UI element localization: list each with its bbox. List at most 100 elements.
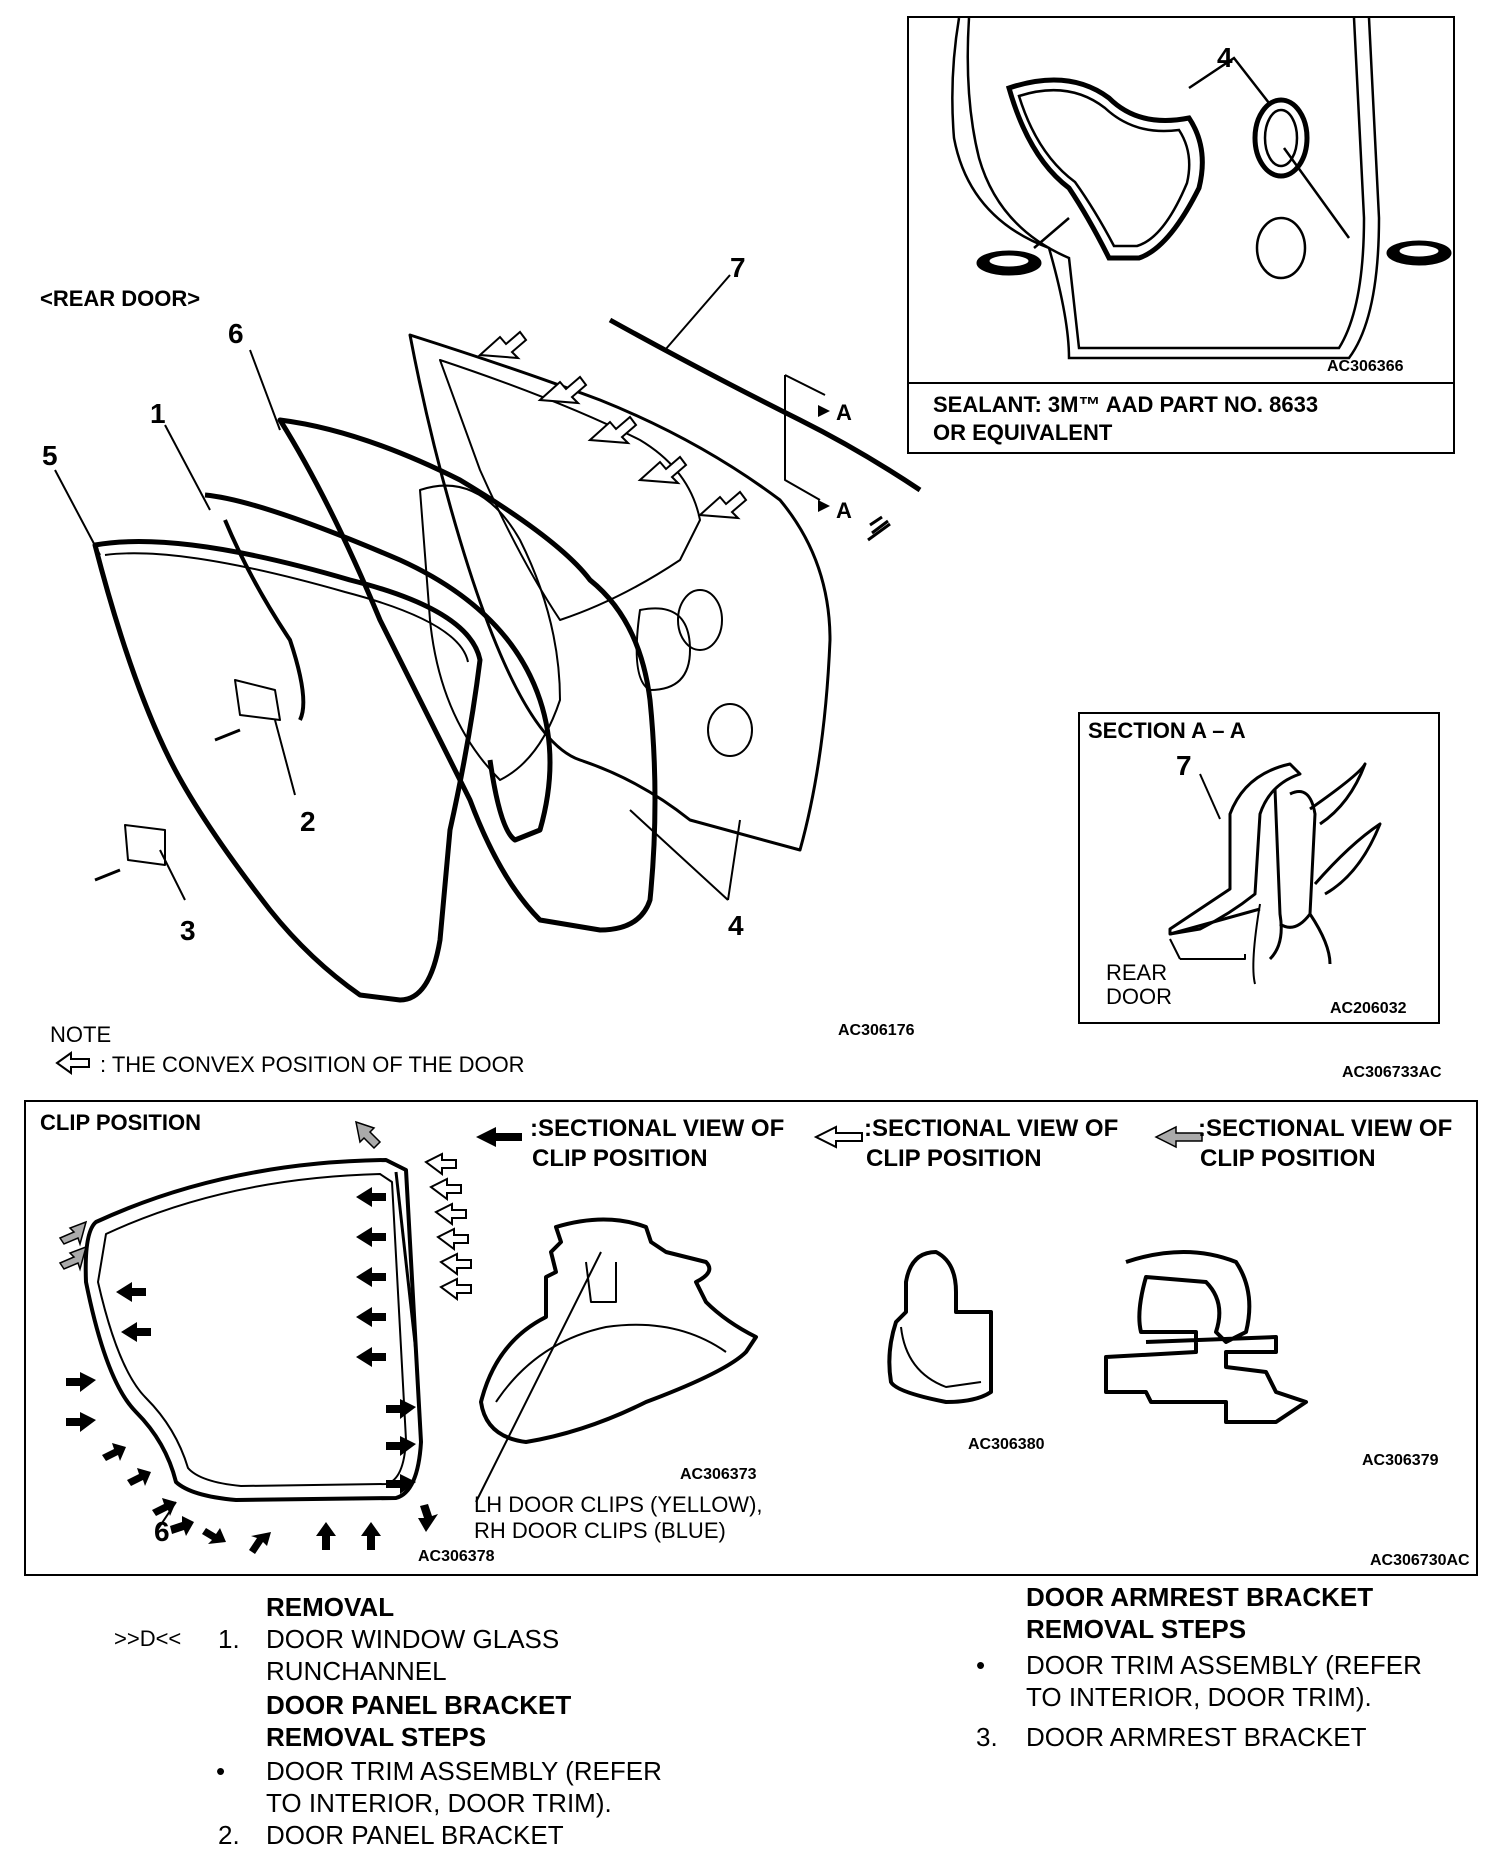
clip-drawings [58,1120,1308,1554]
step1-line2: RUNCHANNEL [266,1656,447,1686]
solid-arrow-icon [202,1528,226,1544]
solid-arrow-icon [356,1187,386,1207]
outline-arrow-icon [429,1177,462,1201]
section-aa-drawing [1168,762,1382,985]
legend-solid-line1: :SECTIONAL VIEW OF [530,1115,785,1142]
convex-arrow-icon [587,415,638,445]
callout-1: 1 [150,398,166,429]
hatched-arrow-icon [58,1220,88,1247]
main-diagram-code: AC306176 [838,1022,915,1039]
clip-callout-6: 6 [154,1516,170,1547]
section-aa-label-line2: DOOR [1106,984,1172,1009]
outline-arrow-icon [813,1125,863,1149]
note-label: NOTE [50,1022,112,1047]
sealant-code: AC306366 [1327,358,1404,375]
outline-arrow-icon [439,1277,472,1301]
door-seal-outline [83,1158,423,1502]
clip-section-2-code: AC306380 [968,1436,1045,1453]
clip-note-line1: LH DOOR CLIPS (YELLOW), [474,1492,763,1517]
step1-line1: DOOR WINDOW GLASS [266,1624,560,1654]
solid-arrow-icon [249,1532,271,1554]
solid-arrow-icon [66,1372,96,1392]
solid-arrow-icon [361,1522,381,1550]
step3-number: 3. [976,1722,998,1752]
clip-position-title: CLIP POSITION [40,1110,201,1135]
clip-note-line2: RH DOOR CLIPS (BLUE) [474,1518,726,1543]
main-figure-code: AC306733AC [1342,1064,1442,1081]
section-mark-a-top: A [836,400,852,425]
sealant-divider [909,382,1453,384]
clip-section-1-code: AC306373 [680,1466,757,1483]
sealant-callout-4: 4 [1217,42,1233,73]
clip-position-panel: CLIP POSITION 6 AC306378 :SECTIONAL VIEW… [24,1100,1478,1576]
convex-arrow-icon [477,330,528,360]
callout-3: 3 [180,915,196,946]
solid-arrow-group [66,1127,522,1554]
legend-solid-line2: CLIP POSITION [532,1145,708,1172]
legend-hatched-line1: :SECTIONAL VIEW OF [1198,1115,1453,1142]
convex-arrow-icon [697,490,748,520]
door-panel [408,333,832,852]
solid-arrow-icon [386,1474,416,1494]
solid-arrow-icon [316,1522,336,1550]
solid-arrow-icon [356,1267,386,1287]
left-bullet-line2: TO INTERIOR, DOOR TRIM). [266,1788,612,1818]
outline-arrow-icon [55,1051,90,1075]
outline-arrow-icon [439,1252,472,1276]
weatherstrip-5 [92,539,483,1003]
solid-arrow-icon [152,1498,176,1516]
weatherstrip-6 [277,417,658,933]
clip-section-2 [887,1250,993,1404]
sealant-caption-line2: OR EQUIVALENT [933,420,1113,445]
callout-5: 5 [42,440,58,471]
outline-arrow-icon [436,1227,469,1251]
hatched-arrow-icon [58,1245,88,1272]
section-aa-callout-7: 7 [1176,750,1192,781]
outline-arrow-icon [424,1152,457,1176]
removal-heading: REMOVAL [266,1592,395,1622]
solid-arrow-icon [127,1468,151,1486]
section-mark-a-bottom: A [836,498,852,523]
callout-6: 6 [228,318,244,349]
door-armrest-bracket-3 [124,824,166,866]
right-bullet-line2: TO INTERIOR, DOOR TRIM). [1026,1682,1372,1712]
section-aa-title: SECTION A – A [1088,718,1246,743]
convex-arrow-icon [537,375,588,405]
door-panel-bracket-2 [234,679,281,721]
solid-arrow-icon [356,1347,386,1367]
solid-arrow-icon [418,1504,438,1532]
bullet-icon: • [976,1650,986,1680]
solid-arrow-icon [116,1282,146,1302]
door-inner-panel [419,484,561,781]
legend-hatched-line2: CLIP POSITION [1200,1145,1376,1172]
weatherstrip-1 [204,492,553,843]
clip-section-1 [479,1217,758,1444]
solid-arrow-icon [170,1516,194,1536]
armrest-heading-line1: DOOR ARMREST BRACKET [1026,1582,1374,1612]
sealant-inset: 4 AC306366 SEALANT: 3M™ AAD PART NO. 863… [907,16,1455,454]
section-aa-label-line1: REAR [1106,960,1168,985]
main-diagram-title: <REAR DOOR> [40,286,201,311]
solid-arrow-icon [386,1399,416,1419]
solid-arrow-icon [476,1127,522,1147]
clip-diagram-code: AC306378 [418,1548,495,1565]
bullet-icon: • [216,1756,226,1786]
legend-outline-line2: CLIP POSITION [866,1145,1042,1172]
armrest-heading-line2: REMOVAL STEPS [1026,1614,1247,1644]
step3-text: DOOR ARMREST BRACKET [1026,1722,1367,1752]
convex-arrow-icon [637,455,688,485]
panel-bracket-heading-line1: DOOR PANEL BRACKET [266,1690,572,1720]
solid-arrow-icon [386,1436,416,1456]
sealant-caption-line1: SEALANT: 3M™ AAD PART NO. 8633 [933,392,1319,417]
sealant-bead-small [1252,97,1310,179]
clip-figure-code: AC306730AC [1370,1552,1470,1569]
panel-bracket-heading-line2: REMOVAL STEPS [266,1722,487,1752]
clip-section-3-code: AC306379 [1362,1452,1439,1469]
callout-2: 2 [300,806,316,837]
solid-arrow-icon [356,1227,386,1247]
left-bullet-line1: DOOR TRIM ASSEMBLY (REFER [266,1756,662,1786]
hatched-arrow-icon [355,1120,382,1150]
solid-arrow-icon [66,1412,96,1432]
step2-text: DOOR PANEL BRACKET [266,1820,564,1850]
